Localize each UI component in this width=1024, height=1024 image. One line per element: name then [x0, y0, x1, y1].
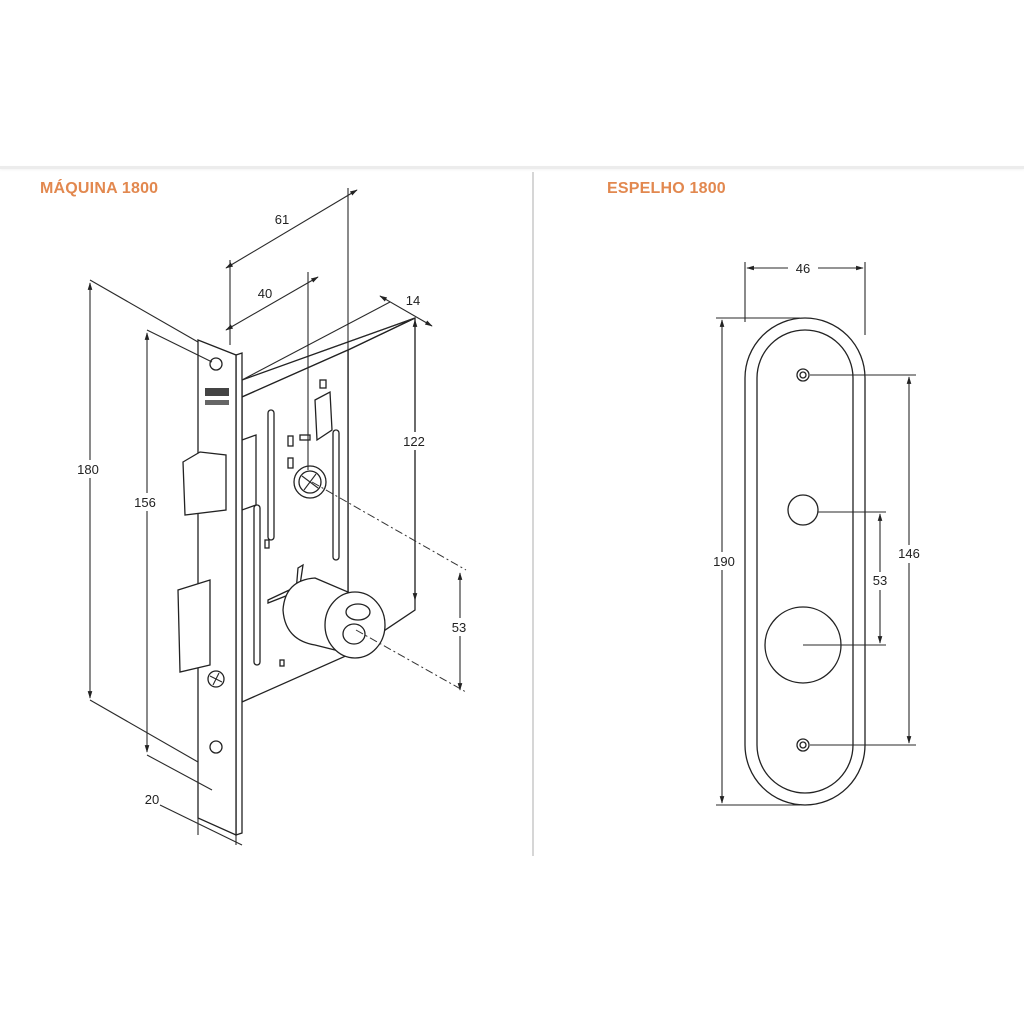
dead-bolt	[177, 579, 211, 673]
escutcheon-title: ESPELHO 1800	[607, 180, 726, 197]
machine-title: MÁQUINA 1800	[40, 180, 159, 197]
dim-14: 14	[406, 293, 420, 308]
latch-bolt	[182, 451, 227, 516]
header-divider	[0, 166, 1024, 169]
dim-190: 190	[713, 554, 735, 569]
escutcheon-drawing	[744, 317, 866, 806]
escutcheon-inner	[756, 329, 854, 794]
screw-hole-bottom	[209, 740, 223, 754]
dim-20: 20	[145, 792, 159, 807]
right-dimensions	[708, 260, 925, 806]
dim-156: 156	[134, 495, 156, 510]
dim-180: 180	[77, 462, 99, 477]
handle-hole	[787, 494, 819, 526]
dim-46: 46	[796, 261, 810, 276]
faceplate-edge	[235, 352, 243, 836]
dim-53-left: 53	[452, 620, 466, 635]
dim-40: 40	[258, 286, 272, 301]
panel-divider	[532, 172, 534, 856]
dim-122: 122	[403, 434, 425, 449]
dim-53-right: 53	[873, 573, 887, 588]
left-dimensions	[87, 188, 467, 846]
dim-61: 61	[275, 212, 289, 227]
mortise-lock-drawing	[177, 316, 416, 837]
screw-hole-top	[209, 357, 223, 371]
dim-146: 146	[898, 546, 920, 561]
